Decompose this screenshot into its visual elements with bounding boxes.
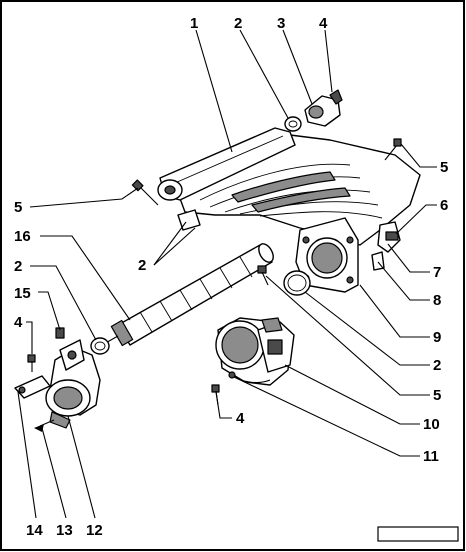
leader-lines (17, 29, 437, 519)
top-connector-parts (284, 89, 343, 132)
o-ring-left (90, 337, 110, 355)
callout-12: 12 (86, 522, 103, 539)
callout-7: 7 (433, 264, 441, 281)
clip-15 (55, 327, 65, 339)
callout-4-top: 4 (319, 15, 328, 32)
callout-14: 14 (26, 522, 43, 539)
bolt-5-left (131, 179, 159, 206)
callout-13: 13 (56, 522, 73, 539)
callout-16: 16 (14, 228, 31, 245)
bolt-5-right (384, 138, 402, 161)
cylindrical-element-16 (101, 243, 274, 347)
callout-2-right: 2 (433, 357, 441, 374)
callout-6: 6 (440, 197, 448, 214)
callout-5-right: 5 (440, 159, 448, 176)
reference-box (377, 526, 459, 542)
callout-3: 3 (277, 15, 285, 32)
callout-5-lower: 5 (433, 387, 441, 404)
throttle-body (215, 317, 295, 386)
arrow-indicator (34, 424, 44, 432)
callout-2-left: 2 (14, 258, 22, 275)
intake-manifold (157, 127, 421, 293)
callout-1: 1 (190, 15, 198, 32)
bracket-14 (14, 375, 51, 399)
bolt-4-lower-left (27, 354, 36, 372)
callout-4-throttle: 4 (236, 410, 245, 427)
callout-5-left: 5 (14, 199, 22, 216)
actuator-assembly (39, 339, 101, 429)
bolt-5-lower (257, 265, 269, 286)
callout-10: 10 (423, 416, 440, 433)
o-ring-top (284, 116, 302, 132)
callout-2-top: 2 (234, 15, 242, 32)
callout-11: 11 (423, 448, 439, 465)
callout-4-lower-left: 4 (14, 314, 23, 331)
callout-9: 9 (433, 329, 441, 346)
callout-15: 15 (14, 285, 31, 302)
callout-2-mid: 2 (138, 257, 146, 274)
callout-8: 8 (433, 292, 441, 309)
callout-labels: 1 2 3 4 5 5 6 16 2 2 7 15 8 4 9 2 5 4 10… (14, 15, 448, 539)
